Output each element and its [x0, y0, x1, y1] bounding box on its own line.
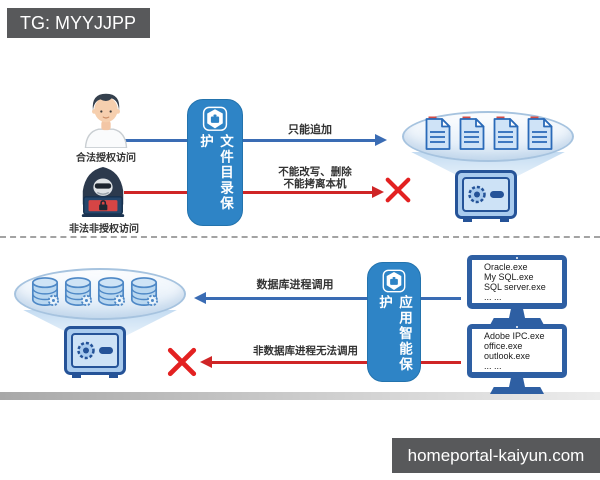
app-protection-banner: 应用智能保护	[367, 262, 421, 382]
db-call-arrowhead	[194, 292, 206, 304]
process-deny-cross-icon	[167, 347, 197, 377]
document-icon	[459, 116, 485, 150]
monitor-line: office.exe	[484, 341, 523, 351]
file-protection-banner: 文件目录保护	[187, 99, 243, 226]
append-only-arrow	[124, 139, 376, 142]
modify-deny-arrowhead	[372, 186, 384, 198]
files-safe-icon	[455, 170, 517, 222]
modify-deny-arrow	[124, 191, 372, 194]
hacker-icon	[81, 166, 125, 218]
append-only-arrowhead	[375, 134, 387, 146]
database-icon	[130, 277, 159, 307]
non-db-deny-arrowhead	[200, 356, 212, 368]
monitor-line: outlook.exe	[484, 351, 531, 361]
non-db-deny-label: 非数据库进程无法调用	[253, 345, 358, 357]
shield-lock-icon	[382, 269, 406, 293]
monitor-line: SQL server.exe	[484, 282, 546, 292]
document-icon	[493, 116, 519, 150]
modify-deny-label-line1: 不能改写、删除	[278, 166, 352, 178]
append-only-label: 只能追加	[288, 124, 332, 136]
monitor-line: My SQL.exe	[484, 272, 534, 282]
other-apps-monitor-screen: Adobe IPC.exe office.exe outlook.exe ...…	[472, 329, 562, 372]
modify-deny-label-line2: 不能拷离本机	[283, 178, 347, 190]
db-call-arrow	[205, 297, 461, 300]
document-icon	[425, 116, 451, 150]
file-protection-banner-title: 文件目录保护	[198, 133, 233, 212]
monitor-frame: Oracle.exe My SQL.exe SQL server.exe ...…	[467, 255, 567, 309]
non-db-deny-arrow	[211, 361, 461, 364]
app-protection-banner-title: 应用智能保护	[377, 295, 412, 373]
authorized-user-icon	[84, 93, 128, 148]
section-divider-dashed-line	[0, 236, 600, 238]
shield-lock-icon	[202, 106, 228, 131]
document-icon	[527, 116, 553, 150]
tg-watermark-badge: TG: MYYJJPP	[7, 8, 150, 38]
database-icon	[31, 277, 60, 307]
monitor-stand-base	[490, 318, 544, 325]
frame-bottom-band	[0, 392, 600, 400]
db-safe-icon	[64, 326, 126, 378]
monitor-stand-base	[490, 387, 544, 394]
monitor-line: ... ...	[484, 361, 502, 371]
site-watermark-badge: homeportal-kaiyun.com	[392, 438, 600, 473]
other-apps-monitor: Adobe IPC.exe office.exe outlook.exe ...…	[467, 324, 567, 394]
authorized-user-label: 合法授权访问	[76, 153, 136, 164]
monitor-line: Adobe IPC.exe	[484, 331, 545, 341]
database-icon	[97, 277, 126, 307]
db-apps-monitor: Oracle.exe My SQL.exe SQL server.exe ...…	[467, 255, 567, 325]
monitor-stand-neck	[509, 309, 525, 318]
db-apps-monitor-screen: Oracle.exe My SQL.exe SQL server.exe ...…	[472, 260, 562, 303]
monitor-frame: Adobe IPC.exe office.exe outlook.exe ...…	[467, 324, 567, 378]
file-deny-cross-icon	[385, 177, 411, 203]
monitor-stand-neck	[509, 378, 525, 387]
db-call-label: 数据库进程调用	[256, 279, 334, 291]
hacker-label: 非法非授权访问	[69, 224, 139, 235]
monitor-line: Oracle.exe	[484, 262, 528, 272]
monitor-line: ... ...	[484, 292, 502, 302]
database-icon	[64, 277, 93, 307]
